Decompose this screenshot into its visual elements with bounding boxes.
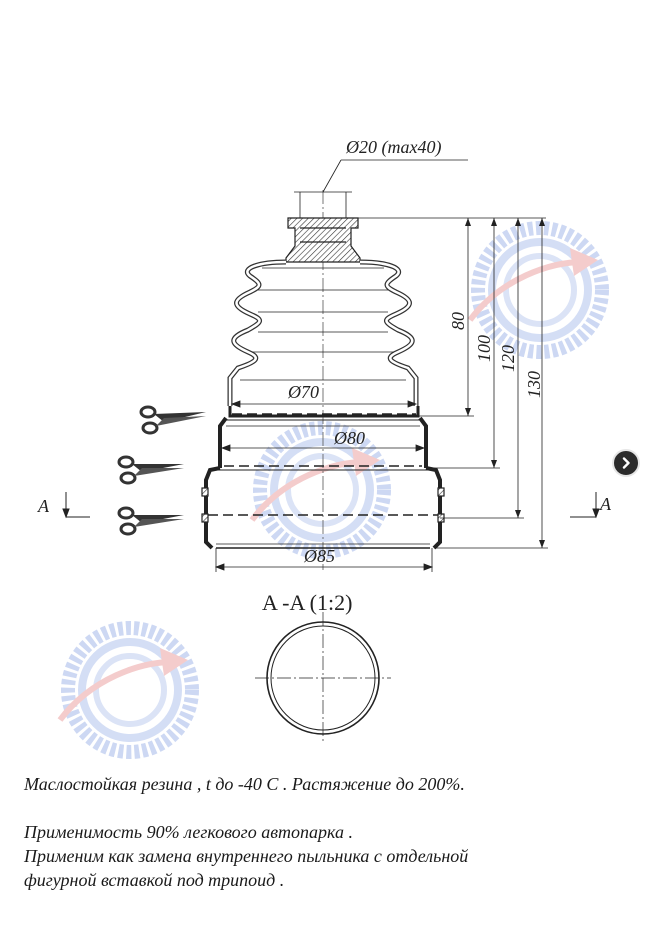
note-tripod: фигурной вставкой под трипоид .	[24, 870, 285, 890]
note-material: Маслостойкая резина , t до -40 C . Растя…	[24, 774, 465, 794]
boot-profile	[201, 217, 445, 550]
dim-d70-label: Ø70	[287, 382, 319, 402]
dim-h80-label: 80	[448, 312, 468, 330]
section-title: A -A (1:2)	[262, 590, 352, 615]
watermark-logo-left	[60, 628, 192, 752]
dim-d80-label: Ø80	[333, 428, 365, 448]
note-replacement: Применим как замена внутреннего пыльника…	[24, 846, 469, 866]
dim-d80	[220, 444, 426, 452]
dim-top-diameter	[294, 159, 468, 218]
section-marker-left-lines	[62, 492, 90, 519]
dim-top-diameter-label: Ø20 (max40)	[345, 137, 441, 158]
dim-h120-label: 120	[498, 345, 518, 372]
product-notes: Маслостойкая резина , t до -40 C . Растя…	[24, 772, 634, 892]
note-applicability: Применимость 90% легкового автопарка .	[24, 822, 353, 842]
dim-h100-label: 100	[474, 335, 494, 362]
dim-heights	[358, 217, 548, 549]
scissors-icon	[139, 405, 206, 435]
chevron-right-icon	[622, 457, 630, 469]
section-marker-right-lines	[570, 492, 600, 519]
dim-h130-label: 130	[524, 371, 544, 398]
next-image-button[interactable]	[612, 449, 640, 477]
scissors-icon	[117, 455, 184, 485]
dim-d85	[214, 548, 434, 572]
section-view-circle	[255, 612, 391, 744]
dim-d85-label: Ø85	[303, 546, 335, 566]
section-marker-right: A	[599, 494, 612, 514]
cut-lines	[208, 413, 438, 516]
scissors-icon	[117, 506, 184, 536]
section-marker-left: A	[37, 496, 50, 516]
dim-d70	[230, 400, 418, 408]
watermark-logo-right	[470, 228, 602, 352]
